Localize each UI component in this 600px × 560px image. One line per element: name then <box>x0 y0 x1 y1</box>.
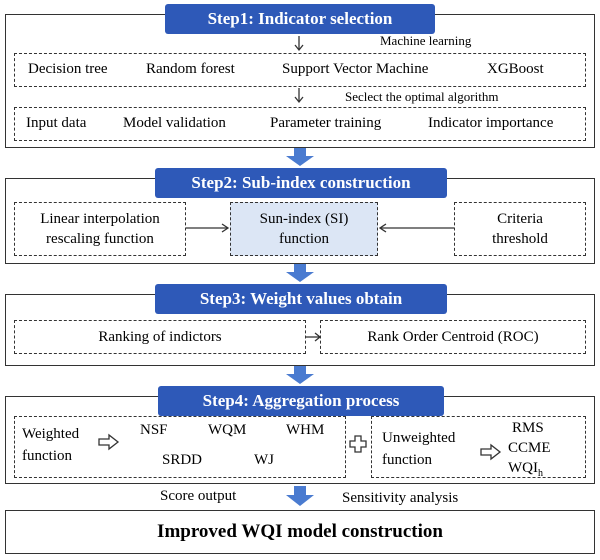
hollow-right-arrow-icon <box>480 443 502 461</box>
step3-title: Step3: Weight values obtain <box>155 284 447 314</box>
unweighted-function-box <box>371 416 586 478</box>
unweighted-line2: function <box>382 452 432 468</box>
sub-index-function-box: Sun-index (SI) function <box>230 202 378 256</box>
weighted-line2: function <box>22 448 72 464</box>
algorithm-svm: Support Vector Machine <box>282 61 429 77</box>
machine-learning-label: Machine learning <box>380 33 472 48</box>
linear-interpolation-box: Linear interpolation rescaling function <box>14 202 186 256</box>
final-model-box: Improved WQI model construction <box>5 510 595 554</box>
process-parameter-training: Parameter training <box>270 115 382 131</box>
plus-icon <box>349 435 367 453</box>
score-output-label: Score output <box>160 488 237 504</box>
down-arrow-icon <box>294 36 304 52</box>
hollow-right-arrow-icon <box>98 433 120 451</box>
process-indicator-importance: Indicator importance <box>428 115 554 131</box>
method-wqih: WQIh <box>508 460 543 479</box>
linear-interpolation-line2: rescaling function <box>46 231 154 247</box>
algorithm-xgboost: XGBoost <box>487 61 544 77</box>
flow-arrow-icon <box>286 264 314 282</box>
criteria-line1: Criteria <box>497 211 543 227</box>
step4-title: Step4: Aggregation process <box>158 386 444 416</box>
algorithm-decision-tree: Decision tree <box>28 61 108 77</box>
unweighted-line1: Unweighted <box>382 430 456 446</box>
roc-box: Rank Order Centroid (ROC) <box>320 320 586 354</box>
flow-arrow-icon <box>286 486 314 506</box>
method-wqm: WQM <box>208 422 247 438</box>
right-arrow-icon <box>306 332 322 342</box>
flow-arrow-icon <box>286 148 314 166</box>
step2-title: Step2: Sub-index construction <box>155 168 447 198</box>
flow-arrow-icon <box>286 366 314 384</box>
step1-title: Step1: Indicator selection <box>165 4 435 34</box>
linear-interpolation-line1: Linear interpolation <box>40 211 160 227</box>
algorithm-random-forest: Random forest <box>146 61 235 77</box>
criteria-line2: threshold <box>492 231 548 247</box>
weighted-function-box <box>14 416 346 478</box>
method-srdd: SRDD <box>162 452 203 468</box>
select-optimal-label: Seclect the optimal algorithm <box>345 89 499 104</box>
process-model-validation: Model validation <box>123 115 226 131</box>
ranking-indicators-box: Ranking of indictors <box>14 320 306 354</box>
method-whm: WHM <box>286 422 325 438</box>
right-arrow-icon <box>186 223 230 233</box>
method-nsf: NSF <box>140 422 168 438</box>
method-wj: WJ <box>254 452 274 468</box>
weighted-line1: Weighted <box>22 426 80 442</box>
left-arrow-icon <box>378 223 454 233</box>
algorithm-box <box>14 53 586 87</box>
process-box <box>14 107 586 141</box>
down-arrow-icon <box>294 88 304 104</box>
criteria-threshold-box: Criteria threshold <box>454 202 586 256</box>
sub-index-line1: Sun-index (SI) <box>259 211 349 227</box>
method-ccme: CCME <box>508 440 551 456</box>
method-wqi-subscript: h <box>538 468 543 479</box>
process-input-data: Input data <box>26 115 87 131</box>
sensitivity-analysis-label: Sensitivity analysis <box>342 490 459 506</box>
method-rms: RMS <box>512 420 544 436</box>
method-wqi-label: WQI <box>508 460 538 476</box>
sub-index-line2: function <box>279 231 329 247</box>
